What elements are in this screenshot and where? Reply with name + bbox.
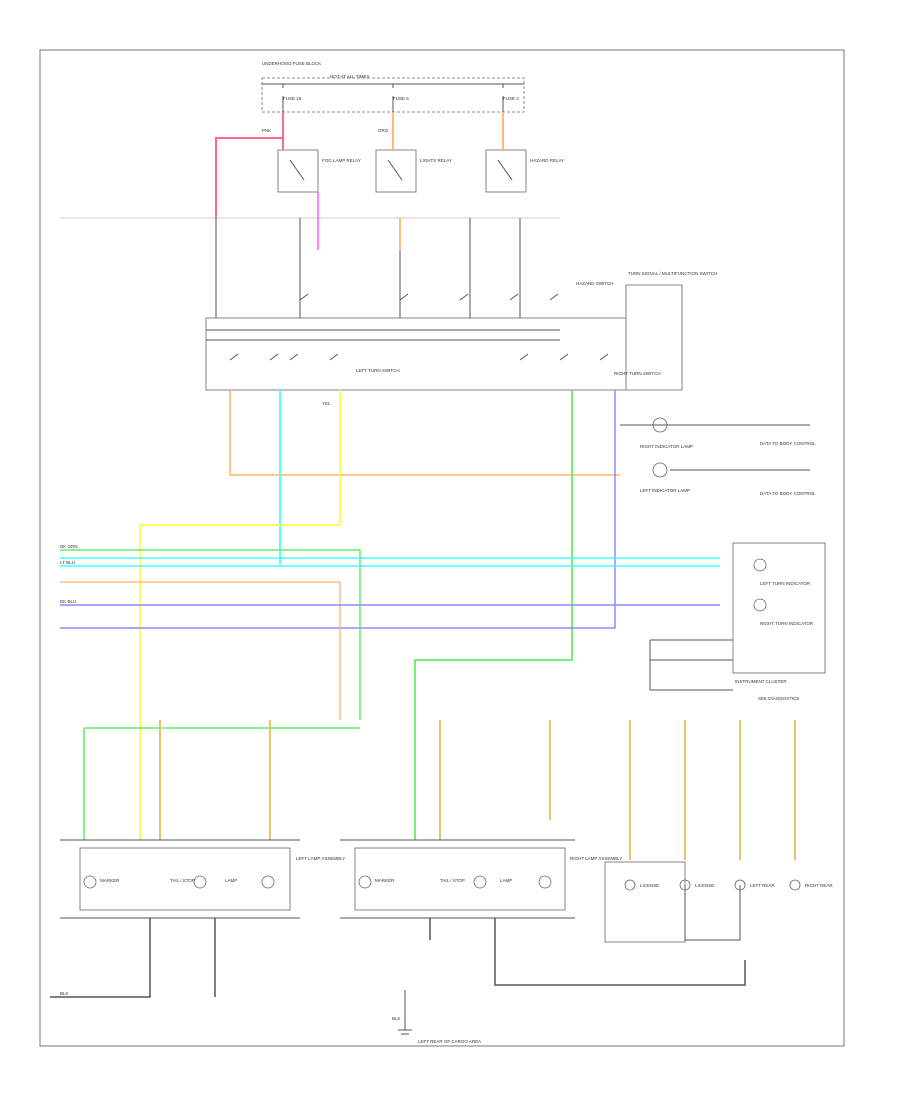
wire-label-cyan: LT BLU: [60, 560, 75, 565]
hazard-switch-label: HAZARD SWITCH: [576, 281, 614, 286]
rear-marker-right: [789, 879, 801, 891]
right-lamp-assembly: [354, 847, 566, 911]
cluster-right-turn-lamp: [753, 598, 767, 612]
marker-lamp-label-4: RIGHT REAR: [805, 883, 833, 888]
wire-label-org: ORG: [378, 128, 389, 133]
right-lamp3-label: LAMP: [500, 878, 512, 883]
cluster-left-turn-label: LEFT TURN INDICATOR: [760, 581, 811, 586]
marker-lamp-label-3: LEFT REAR: [750, 883, 775, 888]
pnk-wire: [215, 112, 284, 218]
left-marker-lamp: [83, 875, 97, 889]
grn-left-lamp-wire: [83, 727, 360, 840]
marker-lamp-label-2: LICENSE: [695, 883, 714, 888]
wire-label-yel: YEL: [322, 401, 331, 406]
relay-contacts: [289, 159, 513, 181]
switch-feed-lines: [215, 218, 521, 318]
ground-wire-label: BLK: [392, 1016, 401, 1021]
ground-symbol: [398, 990, 412, 1035]
right-lamp1-label: MARKER: [375, 878, 395, 883]
right-indicator-label: RIGHT INDICATOR LAMP: [640, 444, 693, 449]
wire-label-blu: DK BLU: [60, 599, 76, 604]
right-indicator-note: DATA TO BODY CONTROL: [760, 441, 816, 446]
hazard-relay-label: HAZARD RELAY: [530, 158, 564, 163]
fuse-symbols: [282, 84, 504, 112]
cluster-right-turn-label: RIGHT TURN INDICATOR: [760, 621, 814, 626]
left-lamp1-label: MARKER: [100, 878, 120, 883]
grn-output-wire: [414, 390, 573, 840]
fuse-6-label: FUSE 6: [393, 96, 409, 101]
right-lamp2-label: TAIL / STOP: [440, 878, 465, 883]
yel-output-wire: [139, 390, 341, 840]
instrument-cluster: [732, 542, 826, 674]
left-indicator-lamp: [652, 462, 668, 478]
cluster-left-turn-lamp: [753, 558, 767, 572]
marker-lamp-label-1: LICENSE: [640, 883, 659, 888]
marker-ground-link: [684, 885, 741, 941]
combo-switch-outline: [625, 284, 683, 391]
fog-relay-label: FOG LAMP RELAY: [322, 158, 361, 163]
diagram-frame: [39, 49, 845, 1047]
cluster-note: SEE DIAGNOSTICS: [758, 696, 799, 701]
org-harness: [60, 581, 341, 720]
license-lamp-1: [624, 879, 636, 891]
left-tail-lamp: [193, 875, 207, 889]
left-lamp-assembly-label: LEFT LAMP ASSEMBLY: [296, 856, 345, 861]
grn-harness: [60, 549, 361, 720]
blu-output-wire: [60, 390, 616, 629]
left-indicator-note: DATA TO BODY CONTROL: [760, 491, 816, 496]
ground-location-label: LEFT REAR OF CARGO AREA: [418, 1039, 481, 1044]
wire-label-grn: DK GRN: [60, 544, 78, 549]
lights-relay: [375, 149, 417, 193]
switch-contacts: [229, 293, 609, 361]
right-stop-lamp: [538, 875, 552, 889]
left-indicator-label: LEFT INDICATOR LAMP: [640, 488, 690, 493]
tan-lamp-feeds: [159, 720, 796, 860]
fog-relay: [277, 149, 319, 193]
hazard-relay: [485, 149, 527, 193]
left-turn-switch-label: LEFT TURN SWITCH: [356, 368, 400, 373]
fuse-18-label: FUSE 18: [283, 96, 302, 101]
ground-wires: [50, 918, 746, 998]
combo-switch-label: TURN SIGNAL / MULTIFUNCTION SWITCH: [628, 271, 717, 276]
turn-switch-assembly: [205, 317, 627, 391]
ground-wire-label-left: BLK: [60, 991, 69, 996]
right-lamp-assembly-label: RIGHT LAMP ASSEMBLY: [570, 856, 622, 861]
lights-relay-label: LIGHTS RELAY: [420, 158, 452, 163]
left-lamp2-label: TAIL / STOP: [170, 878, 195, 883]
fuse-block-label: UNDERHOOD FUSE BLOCK: [262, 61, 321, 66]
wire-label-pnk: PNK: [262, 128, 271, 133]
right-tail-lamp: [473, 875, 487, 889]
org-output-wire: [229, 390, 620, 476]
cluster-label: INSTRUMENT CLUSTER: [735, 679, 787, 684]
left-stop-lamp: [261, 875, 275, 889]
right-turn-switch-label: RIGHT TURN SWITCH: [614, 371, 661, 376]
left-lamp3-label: LAMP: [225, 878, 237, 883]
left-lamp-assembly: [79, 847, 291, 911]
license-lamp-group: [604, 861, 686, 943]
hot-at-all-times-label: HOT AT ALL TIMES: [330, 74, 370, 79]
cluster-wires: [649, 639, 733, 691]
fuse-2-label: FUSE 2: [503, 96, 519, 101]
right-marker-lamp: [358, 875, 372, 889]
org-wire-top: [392, 112, 401, 250]
